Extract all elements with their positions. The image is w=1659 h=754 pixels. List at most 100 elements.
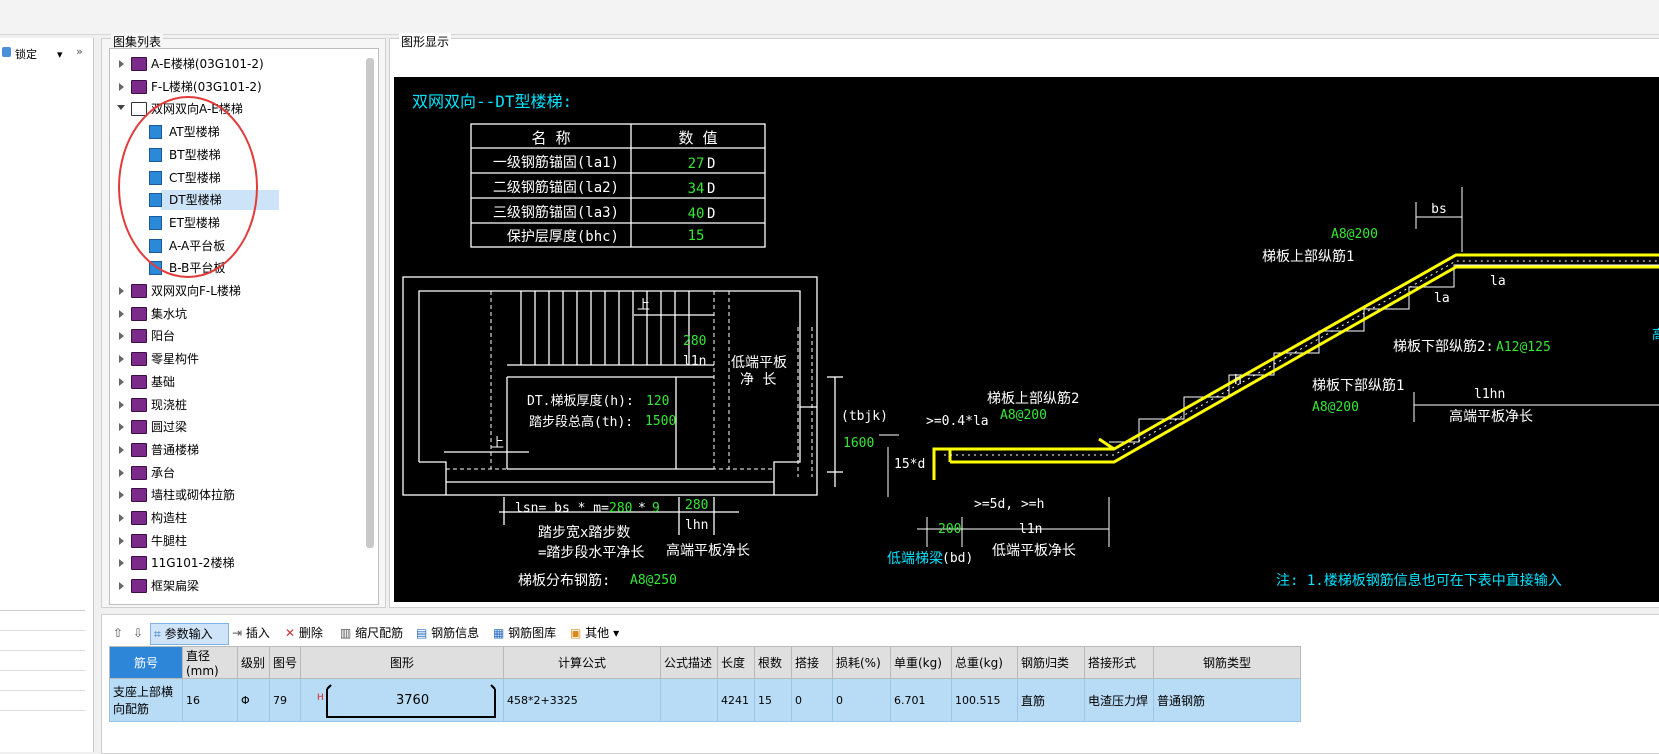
col-header[interactable]: 筋号 [109,646,183,679]
tree-folder-item[interactable]: A-E楼梯(03G101-2) [110,54,366,74]
rebar-info-button[interactable]: ▤ 钢筋信息 [416,623,479,643]
col-header[interactable]: 公式描述 [660,646,718,679]
collapsed-arrow-icon[interactable] [119,82,124,91]
collapsed-arrow-icon[interactable] [119,332,124,341]
section-a8-lower1: A8@200 [1312,400,1359,415]
collapsed-arrow-icon[interactable] [119,559,124,568]
tree-folder-item[interactable]: 构造柱 [110,508,366,528]
cell-rebar-name[interactable]: 支座上部横向配筋 [109,678,183,722]
cell-lap-type[interactable]: 电渣压力焊 [1084,678,1154,722]
rebar-library-button[interactable]: ▦ 钢筋图库 [493,623,556,643]
section-l1n: l1n [1019,522,1042,537]
tree-folder-item[interactable]: 零星构件 [110,349,366,369]
collapsed-arrow-icon[interactable] [119,536,124,545]
section-ge-5d: >=5d, >=h [974,497,1044,512]
col-header[interactable]: 级别 [237,646,270,679]
cell-grade[interactable]: Φ [237,678,270,722]
tree-scrollbar[interactable] [366,58,374,548]
drawing-canvas[interactable]: 双网双向--DT型楼梯: 名 称 数 值 一级钢筋锚固(la1) 27 D 二级… [394,77,1659,602]
col-header[interactable]: 根数 [754,646,792,679]
table-row[interactable]: 支座上部横向配筋 16 Φ 79 H 3760 458*2+3325 4241 … [109,678,1301,722]
col-header[interactable]: 搭接 [791,646,833,679]
plan-dist-label: 梯板分布钢筋: [518,572,610,589]
lock-dropdown[interactable]: 锁定▾ [15,46,63,62]
col-header[interactable]: 总重(kg) [951,646,1018,679]
cell-rebar-type[interactable]: 普通钢筋 [1153,678,1301,722]
col-header[interactable]: 钢筋归类 [1017,646,1085,679]
move-down-icon[interactable]: ⇩ [133,626,144,640]
cell-loss[interactable]: 0 [832,678,891,722]
plan-view-lines [402,276,843,535]
tree-folder-item[interactable]: 承台 [110,463,366,483]
book-icon [131,329,147,344]
row3-value: 40 [688,206,705,222]
tree-folder-item[interactable]: 现浇桩 [110,395,366,415]
section-la-2: la [1490,274,1506,289]
other-menu-button[interactable]: ▣ 其他▾ [570,623,619,643]
cell-total-weight[interactable]: 100.515 [951,678,1018,722]
tree-folder-item[interactable]: 双网双向F-L楼梯 [110,281,366,301]
collapsed-arrow-icon[interactable] [119,423,124,432]
tree-folder-item[interactable]: 基础 [110,372,366,392]
tree-folder-item[interactable]: 集水坑 [110,304,366,324]
rebar-info-label: 钢筋信息 [431,626,480,640]
delete-button[interactable]: ✕ 删除 [285,623,323,643]
col-header[interactable]: 损耗(%) [832,646,891,679]
tree-folder-item[interactable]: 普通楼梯 [110,440,366,460]
tree-folder-item[interactable]: F-L楼梯(03G101-2) [110,77,366,97]
rebar-table[interactable]: 筋号 直径(mm) 级别 图号 图形 计算公式 公式描述 长度 根数 搭接 损耗… [109,646,1301,722]
cell-diameter[interactable]: 16 [182,678,238,722]
tree-folder-item[interactable]: 牛腿柱 [110,531,366,551]
scale-rebar-button[interactable]: ▥ 缩尺配筋 [340,623,403,643]
section-note: 注: 1.楼梯板钢筋信息也可在下表中直接输入 [1276,572,1562,589]
collapsed-arrow-icon[interactable] [119,355,124,364]
cell-unit-weight[interactable]: 6.701 [890,678,952,722]
cell-count[interactable]: 15 [754,678,792,722]
collapsed-arrow-icon[interactable] [119,377,124,386]
section-rebar-lines [932,253,1659,480]
insert-label: 插入 [245,626,270,640]
cell-lap[interactable]: 0 [791,678,833,722]
insert-icon: ⇥ [232,626,246,640]
move-up-icon[interactable]: ⇧ [113,626,124,640]
plan-high-platform: 高端平板净长 [666,542,750,559]
graphic-panel-title: 图形显示 [399,33,452,50]
col-header[interactable]: 直径(mm) [182,646,238,679]
collapsed-arrow-icon[interactable] [119,491,124,500]
cell-shape[interactable]: H 3760 [300,678,504,722]
col-header[interactable]: 单重(kg) [890,646,952,679]
col-header[interactable]: 计算公式 [503,646,661,679]
rebar-shape-icon [326,684,496,718]
collapsed-arrow-icon[interactable] [119,468,124,477]
expanded-arrow-icon[interactable] [117,105,125,111]
collapsed-arrow-icon[interactable] [119,287,124,295]
tree-folder-item[interactable]: 圆过梁 [110,417,366,437]
param-input-label: 参数输入 [164,627,213,641]
insert-button[interactable]: ⇥ 插入 [232,623,270,643]
collapsed-arrow-icon[interactable] [119,445,124,454]
collapsed-arrow-icon[interactable] [119,309,124,318]
tree-folder-item[interactable]: 11G101-2楼梯 [110,553,366,573]
expand-panel-icon[interactable]: » [76,45,83,58]
col-header[interactable]: 搭接形式 [1084,646,1154,679]
cell-formula-desc[interactable] [660,678,718,722]
tree-folder-item[interactable]: 框架扁梁 [110,576,366,596]
cell-formula[interactable]: 458*2+3325 [503,678,661,722]
tree-folder-item[interactable]: 阳台 [110,326,366,346]
cell-category[interactable]: 直筋 [1017,678,1085,722]
col-header[interactable]: 图号 [269,646,301,679]
col-header[interactable]: 图形 [300,646,504,679]
collapsed-arrow-icon[interactable] [119,400,124,409]
collapsed-arrow-icon[interactable] [119,514,124,522]
collapsed-arrow-icon[interactable] [119,60,124,68]
cell-figure-no[interactable]: 79 [269,678,301,722]
param-input-button[interactable]: ⌗ 参数输入 [150,623,229,645]
collapsed-arrow-icon[interactable] [119,582,124,591]
shape-h-marker: H [317,693,324,703]
col-header[interactable]: 钢筋类型 [1153,646,1301,679]
row1-unit: D [707,156,715,172]
cell-length[interactable]: 4241 [717,678,755,722]
col-header[interactable]: 长度 [717,646,755,679]
tree-folder-item[interactable]: 墙柱或砌体拉筋 [110,485,366,505]
other-icon: ▣ [570,626,586,640]
